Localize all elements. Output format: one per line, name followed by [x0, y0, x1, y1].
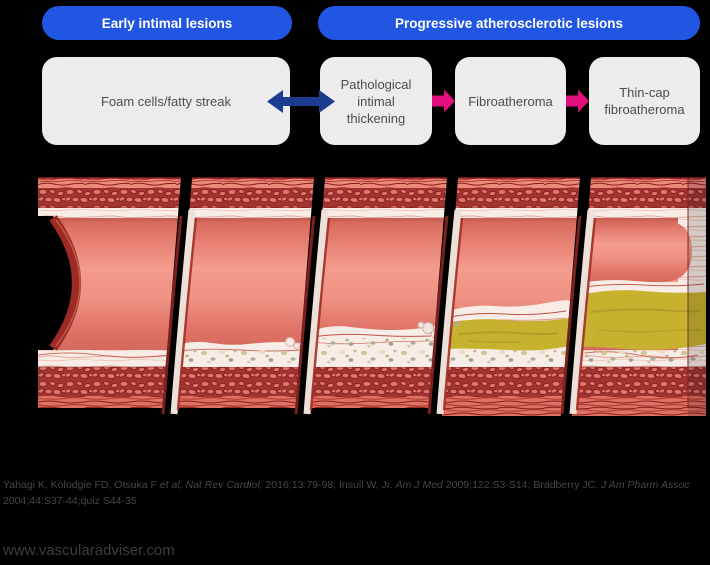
artery-progression-illustration [38, 172, 706, 432]
artery-segment-cuts [160, 172, 597, 432]
artery-lumen-opening [38, 215, 81, 351]
pill-label: Early intimal lesions [101, 15, 233, 31]
flow-box-label: Thin-cap fibroatheroma [604, 85, 685, 117]
website-url: www.vascularadviser.com [3, 542, 175, 559]
header-pill-progressive-lesions: Progressive atherosclerotic lesions [318, 6, 700, 40]
flow-box-label: Foam cells/fatty streak [100, 93, 232, 109]
arrow-right-icon [432, 89, 455, 113]
flow-box-thin-cap-fibroatheroma: Thin-cap fibroatheroma [589, 57, 700, 145]
arrow-right-icon [566, 89, 589, 113]
flow-box-foam-cells: Foam cells/fatty streak [42, 57, 290, 145]
citation: Yahagi K, Kolodgie FD, Otsuka F et al, N… [3, 479, 690, 507]
flow-box-pathological-intimal-thickening: Pathological intimal thickening [320, 57, 432, 145]
artery-segment-intimal-thickening [309, 321, 440, 367]
pill-label: Progressive atherosclerotic lesions [394, 15, 624, 31]
flow-box-label: Fibroatheroma [468, 93, 553, 109]
header-pill-early-intimal-lesions: Early intimal lesions [42, 6, 292, 40]
artery-segment-thin-cap-fibroatheroma [575, 178, 706, 416]
flow-box-label: Pathological intimal thickening [340, 76, 412, 126]
artery-segment-fatty-streak [176, 337, 304, 367]
flow-box-fibroatheroma: Fibroatheroma [455, 57, 566, 145]
double-arrow-icon [267, 90, 335, 113]
